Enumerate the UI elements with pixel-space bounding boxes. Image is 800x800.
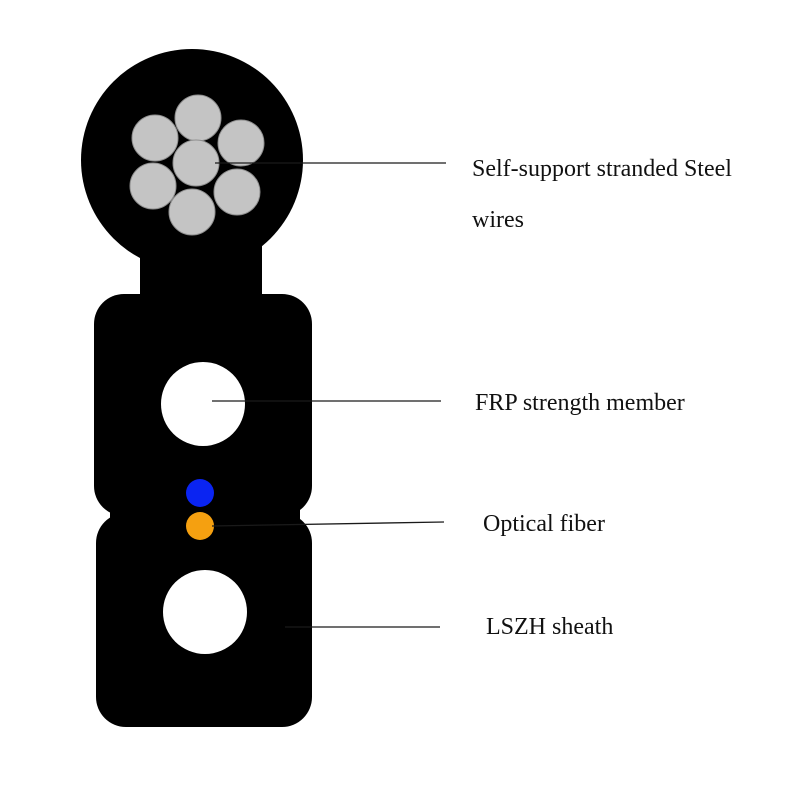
leader-lines	[211, 162, 446, 628]
steel-wire	[172, 139, 220, 187]
frp-strength-member-upper	[161, 362, 245, 446]
steel-wire	[174, 94, 222, 142]
optical-fiber-orange	[186, 512, 214, 540]
frp-strength-member-lower	[163, 570, 247, 654]
optical-fiber-blue	[186, 479, 214, 507]
steel-wire	[168, 188, 216, 236]
steel-wire	[131, 114, 179, 162]
label-optical-fiber: Optical fiber	[483, 511, 605, 537]
cable-body	[81, 49, 312, 727]
label-steel-wires-line2: wires	[472, 207, 524, 233]
steel-wire	[213, 168, 261, 216]
steel-wire	[217, 119, 265, 167]
steel-wire-strand	[129, 94, 265, 236]
label-frp-strength-member: FRP strength member	[475, 390, 685, 416]
leader-line-fiber	[211, 521, 445, 527]
steel-wire	[129, 162, 177, 210]
label-steel-wires-line1: Self-support stranded Steel	[472, 156, 732, 182]
label-lszh-sheath: LSZH sheath	[486, 614, 613, 640]
